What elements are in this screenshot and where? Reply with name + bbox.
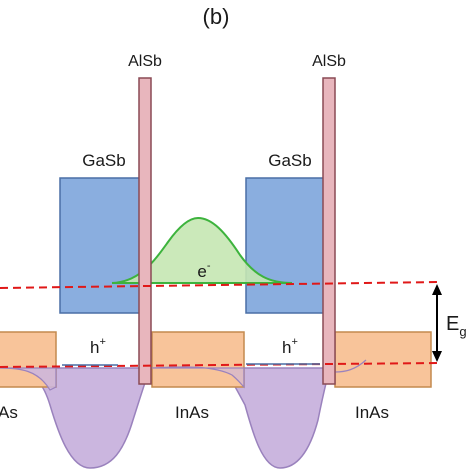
electron-level-dashed-line xyxy=(0,281,441,289)
gasb-block-right xyxy=(245,177,327,314)
hole-overlay-left xyxy=(0,367,57,391)
hole-overlay-center xyxy=(151,366,245,389)
inas-label-right: InAs xyxy=(355,403,389,422)
alsb-barrier-right xyxy=(322,77,336,385)
electron-label: e- xyxy=(197,260,210,281)
gap-arrow-down-head xyxy=(432,351,442,362)
alsb-label-right: AlSb xyxy=(312,53,346,70)
hole-label-right: h+ xyxy=(282,336,298,357)
hole-label-left: h+ xyxy=(90,336,106,357)
gasb-label-right: GaSb xyxy=(268,151,311,170)
gasb-label-left: GaSb xyxy=(82,151,125,170)
inas-block-center xyxy=(151,331,245,388)
gap-arrow-up-head xyxy=(432,284,442,295)
gap-label: Eg xyxy=(446,313,467,339)
alsb-barrier-left xyxy=(138,77,152,385)
panel-label: (b) xyxy=(203,4,230,29)
inas-label-left: As xyxy=(0,403,18,422)
hole-level-dashed-line xyxy=(0,362,441,368)
electron-wavefunction xyxy=(111,216,293,284)
inas-label-center: InAs xyxy=(175,403,209,422)
alsb-label-left: AlSb xyxy=(128,53,162,70)
gasb-block-left xyxy=(59,177,141,314)
inas-block-right xyxy=(334,331,432,388)
hole-overlay-right xyxy=(334,359,367,373)
